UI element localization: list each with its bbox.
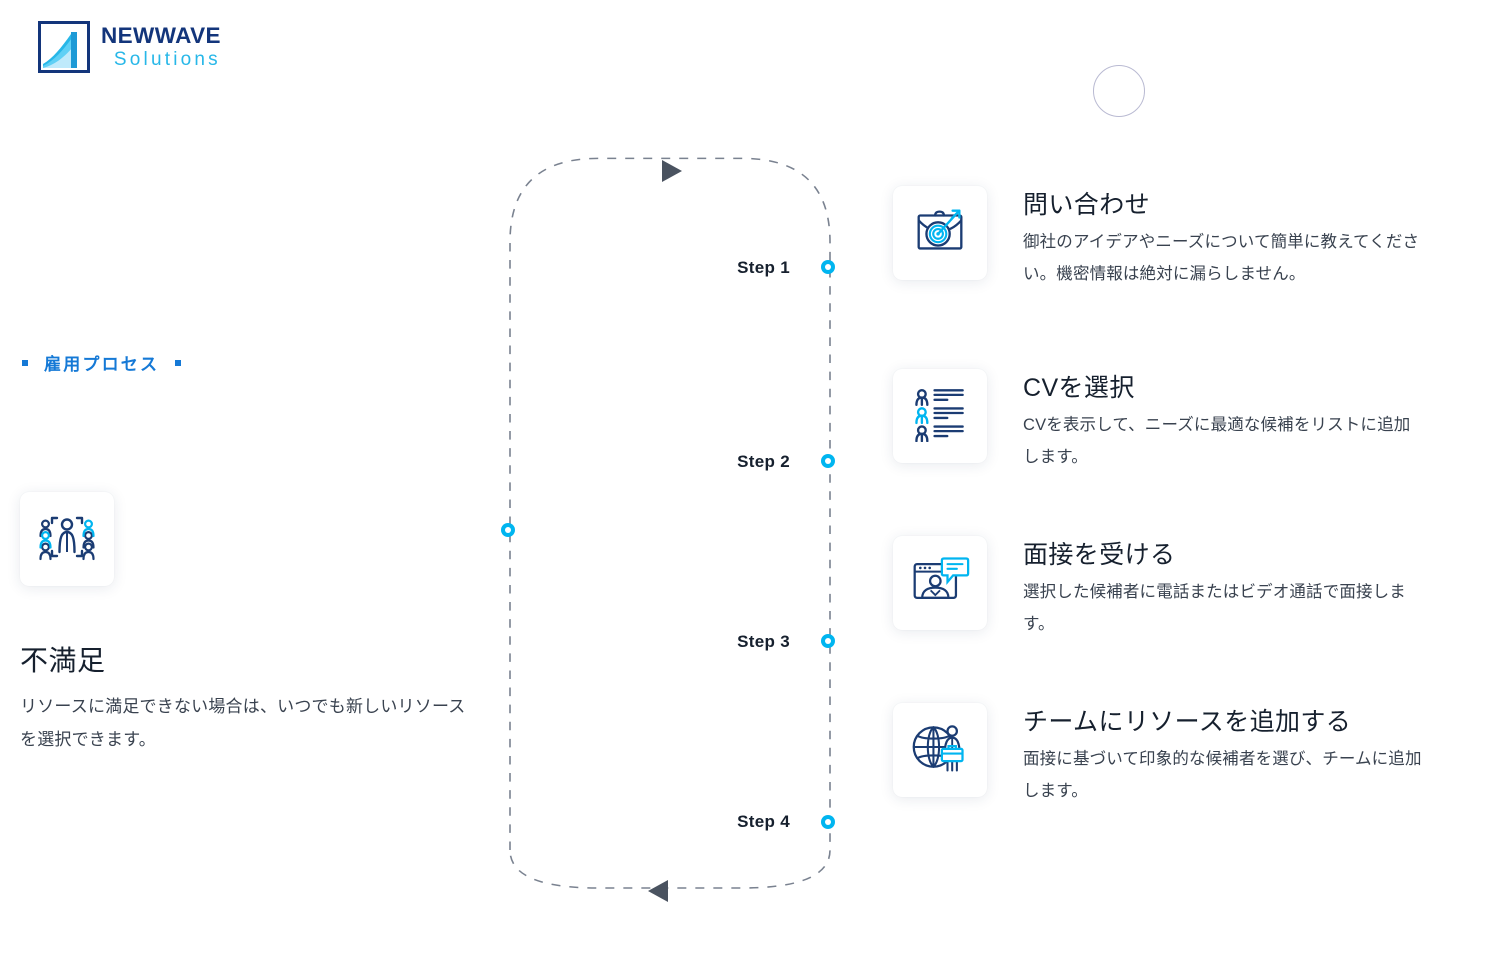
candidate-list-icon (911, 384, 969, 447)
process-step-text: 面接を受ける 選択した候補者に電話またはビデオ通話で面接します。 (1023, 536, 1433, 641)
process-step-list: 問い合わせ 御社のアイデアやニーズについて簡単に教えてください。機密情報は絶対に… (893, 186, 1433, 807)
step-node-icon-4 (821, 815, 835, 829)
process-step-item: 面接を受ける 選択した候補者に電話またはビデオ通話で面接します。 (893, 536, 1433, 641)
section-eyebrow-label: 雇用プロセス (44, 355, 160, 374)
group-of-people-selection-icon-card (20, 492, 114, 586)
briefcase-target-dart-icon (909, 200, 971, 267)
process-step-description: 御社のアイデアやニーズについて簡単に教えてください。機密情報は絶対に漏らしません… (1023, 233, 1420, 283)
step-label-4: Step 4 (737, 812, 790, 831)
process-step-description: 選択した候補者に電話またはビデオ通話で面接します。 (1023, 583, 1406, 634)
square-bullet-left-icon (22, 359, 28, 366)
process-step-item: CVを選択 CVを表示して、ニーズに最適な候補をリストに追加します。 (893, 368, 1433, 474)
step-node-icon-2 (821, 454, 835, 468)
unsatisfied-title: 不満足 (20, 645, 106, 676)
process-step-title: 面接を受ける (1023, 541, 1176, 570)
briefcase-target-dart-icon-card (893, 186, 987, 280)
unsatisfied-block: 不満足 リソースに満足できない場合は、いつでも新しいリソースを選択できます。 (20, 492, 472, 756)
process-step-title: チームにリソースを追加する (1023, 707, 1352, 736)
step-node-icon-3 (821, 634, 835, 648)
section-eyebrow: 雇用プロセス (22, 350, 182, 375)
global-team-member-icon-card (893, 702, 987, 797)
arrow-right-icon (662, 160, 682, 182)
process-step-item: チームにリソースを追加する 面接に基づいて印象的な候補者を選び、チームに追加しま… (893, 702, 1433, 808)
brand-logo[interactable]: NEWWAVE Solutions (38, 21, 221, 73)
brand-name-top: NEWWAVE (101, 22, 221, 48)
group-of-people-selection-icon (35, 505, 99, 574)
arrow-left-icon (648, 880, 668, 902)
process-step-title: CVを選択 (1023, 373, 1135, 402)
process-step-text: チームにリソースを追加する 面接に基づいて印象的な候補者を選び、チームに追加しま… (1023, 703, 1433, 808)
video-interview-icon (910, 551, 970, 616)
process-step-item: 問い合わせ 御社のアイデアやニーズについて簡単に教えてください。機密情報は絶対に… (893, 186, 1433, 291)
brand-wordmark: NEWWAVE Solutions (101, 22, 221, 71)
square-bullet-right-icon (175, 359, 182, 366)
process-step-title: 問い合わせ (1023, 191, 1151, 219)
video-interview-icon-card (893, 536, 987, 631)
brand-name-bottom: Solutions (113, 49, 221, 71)
process-flow-path (501, 157, 835, 902)
step-node-icon-1 (821, 260, 835, 274)
process-step-text: CVを選択 CVを表示して、ニーズに最適な候補をリストに追加します。 (1023, 369, 1433, 474)
step-label-1: Step 1 (737, 258, 790, 277)
candidate-list-icon-card (893, 368, 987, 463)
process-step-description: CVを表示して、ニーズに最適な候補をリストに追加します。 (1023, 415, 1411, 466)
wave-logo-icon (38, 21, 90, 73)
process-step-description: 面接に基づいて印象的な候補者を選び、チームに追加します。 (1023, 750, 1422, 800)
unsatisfied-description: リソースに満足できない場合は、いつでも新しいリソースを選択できます。 (20, 697, 466, 750)
step-label-2: Step 2 (737, 452, 790, 471)
global-team-member-icon (910, 717, 970, 782)
outline-circle-decoration (1093, 65, 1145, 117)
dashed-track (509, 157, 831, 889)
process-step-text: 問い合わせ 御社のアイデアやニーズについて簡単に教えてください。機密情報は絶対に… (1023, 186, 1433, 291)
step-label-3: Step 3 (737, 632, 790, 651)
step-node-icon-left (501, 523, 515, 537)
